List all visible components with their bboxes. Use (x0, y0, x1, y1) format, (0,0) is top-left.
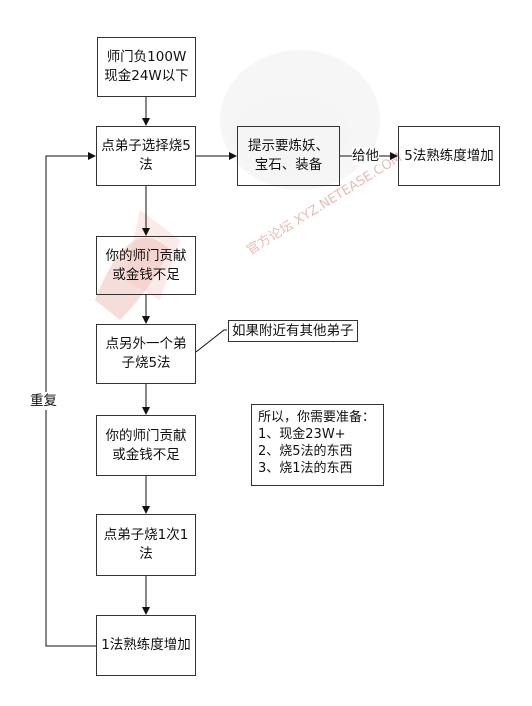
node-n5-text: 你的师门贡献 或金钱不足 (105, 247, 187, 283)
node-n4: 5法熟练度增加 (398, 126, 500, 186)
node-n7: 你的师门贡献 或金钱不足 (96, 415, 196, 476)
node-n8: 点弟子烧1次1 法 (96, 514, 196, 576)
node-n9: 1法熟练度增加 (96, 615, 196, 676)
node-n1-text: 师门负100W 现金24W以下 (104, 49, 189, 84)
callout-line (195, 329, 227, 353)
node-n8-text: 点弟子烧1次1 法 (103, 527, 189, 562)
node-n6: 点另外一个弟 子烧5法 (96, 324, 196, 384)
node-n2-text: 点弟子选择烧5 法 (101, 138, 191, 173)
node-n3: 提示要炼妖、 宝石、装备 (237, 126, 340, 186)
label-repeat: 重复 (30, 392, 57, 410)
node-n3-text: 提示要炼妖、 宝石、装备 (248, 138, 329, 173)
summary-note: 所以，你需要准备： 1、现金23W+ 2、烧5法的东西 3、烧1法的东西 (251, 404, 384, 486)
node-n7-text: 你的师门贡献 或金钱不足 (105, 427, 187, 463)
label-give: 给他 (352, 147, 379, 165)
node-n6-text: 点另外一个弟 子烧5法 (105, 336, 187, 371)
node-n5: 你的师门贡献 或金钱不足 (96, 236, 196, 295)
node-n1: 师门负100W 现金24W以下 (97, 37, 196, 97)
node-n4-text: 5法熟练度增加 (404, 147, 494, 164)
label-nearby: 如果附近有其他弟子 (228, 320, 358, 342)
node-n9-text: 1法熟练度增加 (101, 637, 191, 653)
node-n2: 点弟子选择烧5 法 (96, 126, 196, 186)
